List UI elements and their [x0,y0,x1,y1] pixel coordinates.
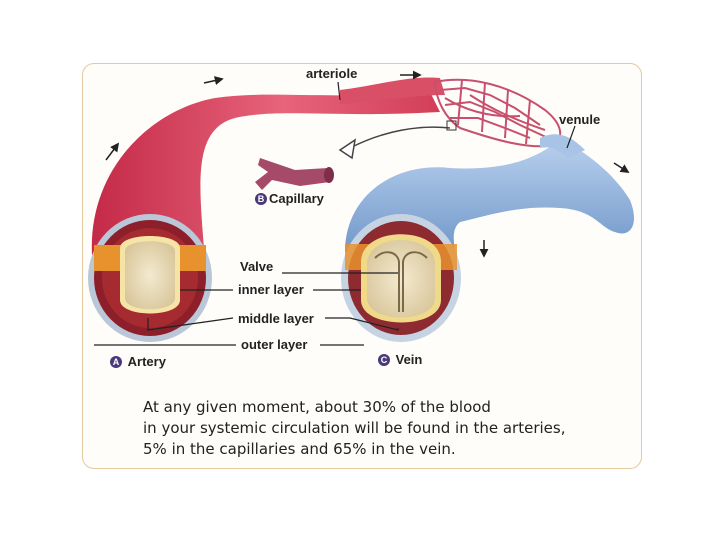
label-venule: venule [559,112,600,128]
caption: At any given moment, about 30% of the bl… [143,397,633,460]
label-vein: C Vein [378,352,422,368]
label-valve: Valve [240,259,273,275]
caption-line-3: 5% in the capillaries and 65% in the vei… [143,439,633,460]
label-outer-layer: outer layer [241,337,307,353]
caption-line-2: in your systemic circulation will be fou… [143,418,633,439]
vein-cross-section [341,214,461,342]
artery-tag: A [110,356,122,368]
artery-text: Artery [128,354,166,369]
magnify-arrow [350,127,450,148]
caption-line-1: At any given moment, about 30% of the bl… [143,397,633,418]
label-arteriole: arteriole [306,66,357,82]
label-artery: A Artery [110,354,166,370]
vein-text: Vein [396,352,423,367]
vein-tag: C [378,354,390,366]
artery-cross-section [88,214,212,342]
capillary-segment [255,158,334,190]
label-middle-layer: middle layer [238,311,314,327]
capillary-tag: B [255,193,267,205]
label-inner-layer: inner layer [238,282,304,298]
capillary-network [435,80,560,146]
capillary-text: Capillary [269,191,324,206]
